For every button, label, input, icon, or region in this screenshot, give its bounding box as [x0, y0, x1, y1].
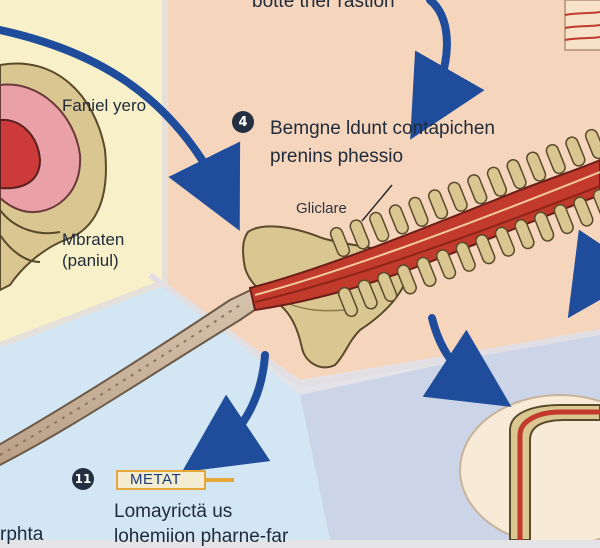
vertebra — [514, 219, 535, 250]
vertebra — [427, 189, 449, 220]
vertebra — [455, 241, 476, 272]
vertebra — [447, 181, 468, 212]
step-4-badge: 4 — [232, 111, 254, 133]
vertebra — [494, 226, 516, 257]
vertebra — [506, 159, 527, 190]
arrow-right-edge — [567, 229, 600, 319]
metat-tag: METAT — [116, 470, 234, 492]
flow-arrows — [0, 0, 600, 473]
arrow-top-center — [410, 0, 485, 140]
vertebra — [592, 188, 600, 220]
tag-text: METAT — [130, 471, 182, 488]
vertebra — [565, 136, 586, 167]
vertebra — [545, 143, 566, 175]
brain-section-illustration — [0, 62, 107, 292]
arrow-lower-right — [422, 314, 512, 407]
arrow-lower-left — [181, 351, 271, 473]
vertebra — [435, 249, 457, 280]
corner-detail-illustration — [564, 0, 600, 51]
vertebra — [408, 196, 429, 227]
vertebra — [526, 151, 547, 182]
vertebra — [475, 234, 496, 265]
tag-bar — [206, 478, 234, 482]
vertebrae-illustration — [329, 128, 600, 318]
vertebra — [396, 264, 417, 295]
vertebra — [369, 211, 390, 243]
spinal-tail-illustration — [0, 286, 264, 467]
vertebra — [416, 256, 437, 287]
label-left-top: Faniel yero — [62, 96, 147, 115]
vertebra — [486, 166, 508, 197]
tag-box — [116, 470, 206, 490]
vertebra — [329, 226, 351, 258]
label-left-mid-1: Mbraten — [62, 230, 125, 249]
pointer-line — [361, 184, 393, 222]
bottom-line-2: lohemiion pharne-far — [114, 526, 289, 547]
inset-circle-illustration — [459, 394, 600, 540]
vertebra — [349, 219, 370, 250]
vertebra — [337, 286, 359, 318]
step-11-badge: 11 — [72, 468, 94, 490]
step-4-line-1: Bemgne ldunt contapichen — [270, 118, 495, 139]
vertebra — [534, 211, 555, 242]
arrow-top-left — [0, 26, 241, 231]
label-left-mid-2: (paniul) — [62, 251, 119, 270]
bottom-line-1: Lomayrictä us — [114, 501, 233, 522]
vertebra — [467, 174, 488, 205]
step-4-line-2: prenins phessio — [270, 146, 404, 167]
pointer-label: Gliclare — [296, 200, 347, 217]
vertebra — [357, 279, 378, 310]
top-caption: botte ther rastion — [252, 0, 395, 12]
vertebra — [388, 204, 409, 235]
vertebra — [573, 196, 594, 227]
bottom-left-label: rphta — [0, 524, 44, 545]
vertebra — [377, 271, 398, 303]
